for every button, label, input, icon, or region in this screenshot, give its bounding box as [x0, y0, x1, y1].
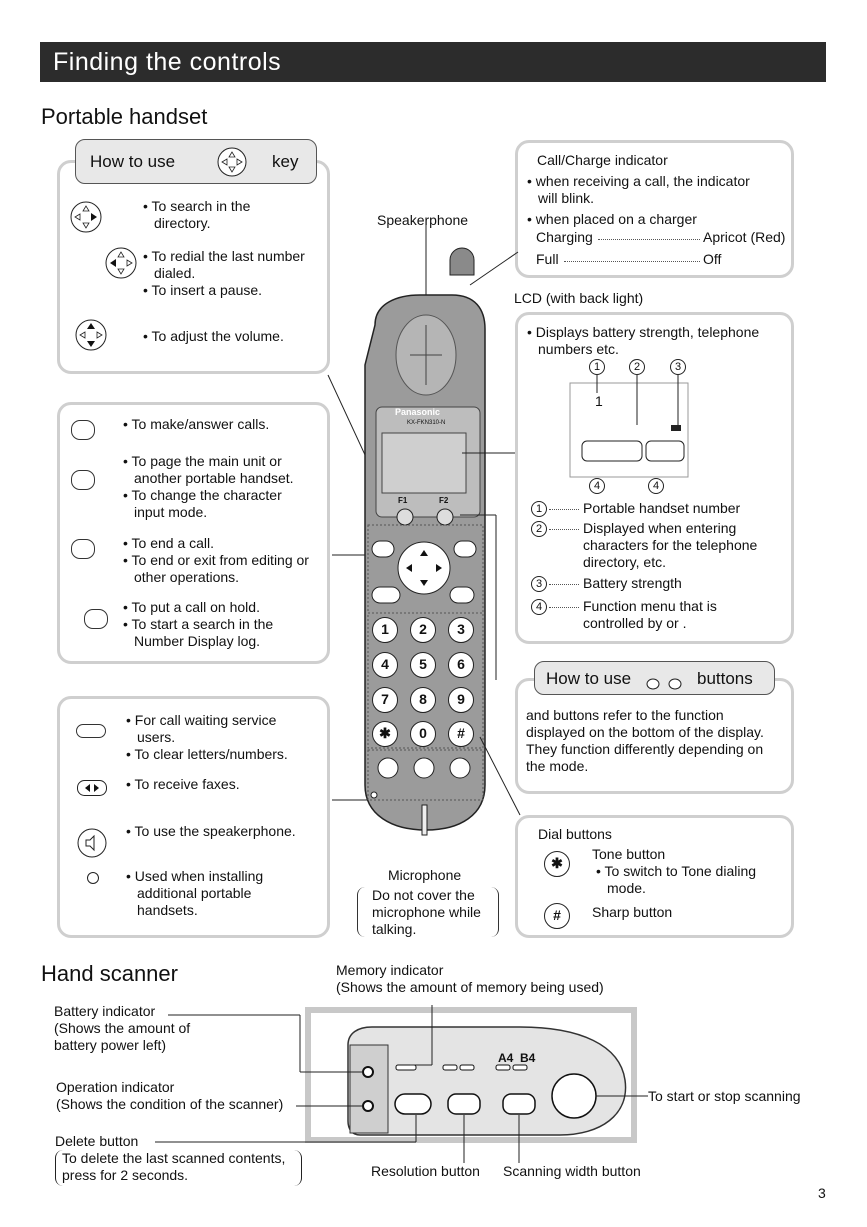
charge-row-full: Full Off	[536, 251, 722, 267]
talk-button-icon	[71, 420, 95, 440]
navigator-updown-icon	[75, 319, 107, 351]
page-number: 3	[818, 1185, 826, 1201]
scanning-width-label: Scanning width button	[503, 1163, 641, 1179]
key-7: 7	[372, 687, 398, 713]
howto-key-pill: How to use key	[75, 139, 317, 184]
operation-indicator-label: Operation indicator(Shows the condition …	[56, 1079, 284, 1112]
memory-indicator-label: Memory indicator(Shows the amount of mem…	[336, 962, 604, 995]
section-title-handset: Portable handset	[41, 104, 208, 129]
howto-f-suffix: buttons	[697, 669, 753, 688]
scanner-illustration	[155, 1005, 648, 1163]
navigator-key-icon	[217, 147, 247, 177]
hold-button-icon	[84, 609, 108, 629]
lower-item-register: • Used when installing additional portab…	[126, 868, 264, 918]
button-item-off: • To end a call.• To end or exit from ed…	[123, 535, 309, 585]
navigator-right-icon	[70, 201, 102, 233]
lcd-label: LCD (with back light)	[514, 290, 644, 306]
lower-item-catch: • For call waiting service users.• To cl…	[126, 712, 288, 762]
key-hash: #	[448, 721, 474, 747]
lcd-screen-diagram	[569, 375, 689, 478]
buttons-usage-box	[57, 402, 330, 664]
key-6: 6	[448, 652, 474, 678]
key-2: 2	[410, 617, 436, 643]
charge-description: • when receiving a call, the indicator w…	[527, 173, 750, 227]
key-item-redial: • To redial the last number dialed.• To …	[143, 248, 305, 298]
tone-title: Tone button	[592, 846, 666, 862]
key-item-search: • To search in the directory.	[143, 198, 251, 231]
resolution-button-label: Resolution button	[371, 1163, 480, 1179]
key-8: 8	[410, 687, 436, 713]
scanner-b4-label: B4	[520, 1051, 536, 1065]
header-bar: Finding the controls	[40, 42, 826, 82]
lcd-marker-4a: 4	[589, 478, 605, 494]
register-hole-icon	[87, 872, 99, 884]
legend-text-1: Portable handset number	[583, 500, 741, 516]
lower-item-speaker: • To use the speakerphone.	[126, 823, 296, 839]
legend-num-1: 1	[531, 501, 547, 517]
legend-num-3: 3	[531, 576, 547, 592]
microphone-label: Microphone	[388, 867, 462, 883]
key-1: 1	[372, 617, 398, 643]
phone-brand: Panasonic	[395, 407, 441, 417]
charge-row-charging: Charging Apricot (Red)	[536, 229, 786, 245]
phone-f1-label: F1	[398, 496, 408, 505]
key-0: 0	[410, 721, 436, 747]
navigator-left-icon	[105, 247, 137, 279]
howto-key-suffix: key	[272, 152, 299, 171]
phone-model: KX-FKN310-N	[407, 420, 446, 426]
key-5: 5	[410, 652, 436, 678]
legend-num-4: 4	[531, 599, 547, 615]
f-buttons-box	[515, 678, 794, 794]
connector-lines	[460, 514, 521, 816]
page-title: Finding the controls	[53, 48, 282, 76]
tone-description: • To switch to Tone dialing mode.	[596, 863, 757, 896]
howto-f-prefix: How to use	[546, 669, 632, 688]
delete-button-note: To delete the last scanned contents,pres…	[55, 1150, 302, 1186]
key-star: ✱	[372, 721, 398, 747]
phone-f2-label: F2	[439, 496, 449, 505]
intercom-button-icon	[71, 470, 95, 490]
key-item-volume: • To adjust the volume.	[143, 328, 284, 344]
lower-item-fax: • To receive faxes.	[126, 776, 240, 792]
f1-f2-icons	[646, 678, 682, 690]
off-button-icon	[71, 539, 95, 559]
charge-indicator-box	[515, 140, 794, 278]
lcd-marker-3: 3	[670, 359, 686, 375]
lcd-screen-text: 1	[595, 393, 603, 409]
button-item-hold: • To put a call on hold.• To start a sea…	[123, 599, 274, 649]
button-item-intercom: • To page the main unit or another porta…	[123, 453, 294, 520]
charge-title: Call/Charge indicator	[537, 152, 668, 168]
lcd-marker-4b: 4	[648, 478, 664, 494]
legend-num-2: 2	[531, 521, 547, 537]
fax-button-icon	[77, 780, 107, 796]
sharp-label: Sharp button	[592, 904, 673, 920]
lcd-marker-2: 2	[629, 359, 645, 375]
speaker-button-icon	[77, 828, 107, 858]
delete-button-label: Delete button	[55, 1133, 139, 1149]
howto-f-pill: How to use buttons	[534, 661, 775, 695]
sharp-button-icon: #	[544, 903, 570, 929]
scanner-a4-label: A4	[498, 1051, 514, 1065]
section-title-scanner: Hand scanner	[41, 961, 178, 986]
catch-button-icon	[76, 724, 106, 738]
speakerphone-label: Speakerphone	[377, 212, 469, 228]
start-stop-label: To start or stop scanning	[648, 1088, 801, 1104]
lcd-marker-1: 1	[589, 359, 605, 375]
dial-title: Dial buttons	[538, 826, 612, 842]
key-9: 9	[448, 687, 474, 713]
howto-key-prefix: How to use	[90, 152, 176, 171]
key-3: 3	[448, 617, 474, 643]
legend-text-3: Battery strength	[583, 575, 682, 591]
tone-button-icon: ✱	[544, 851, 570, 877]
lcd-description: • Displays battery strength, telephone n…	[527, 324, 760, 357]
charge-pointer-line	[469, 251, 519, 286]
button-item-talk: • To make/answer calls.	[123, 416, 270, 432]
key-4: 4	[372, 652, 398, 678]
